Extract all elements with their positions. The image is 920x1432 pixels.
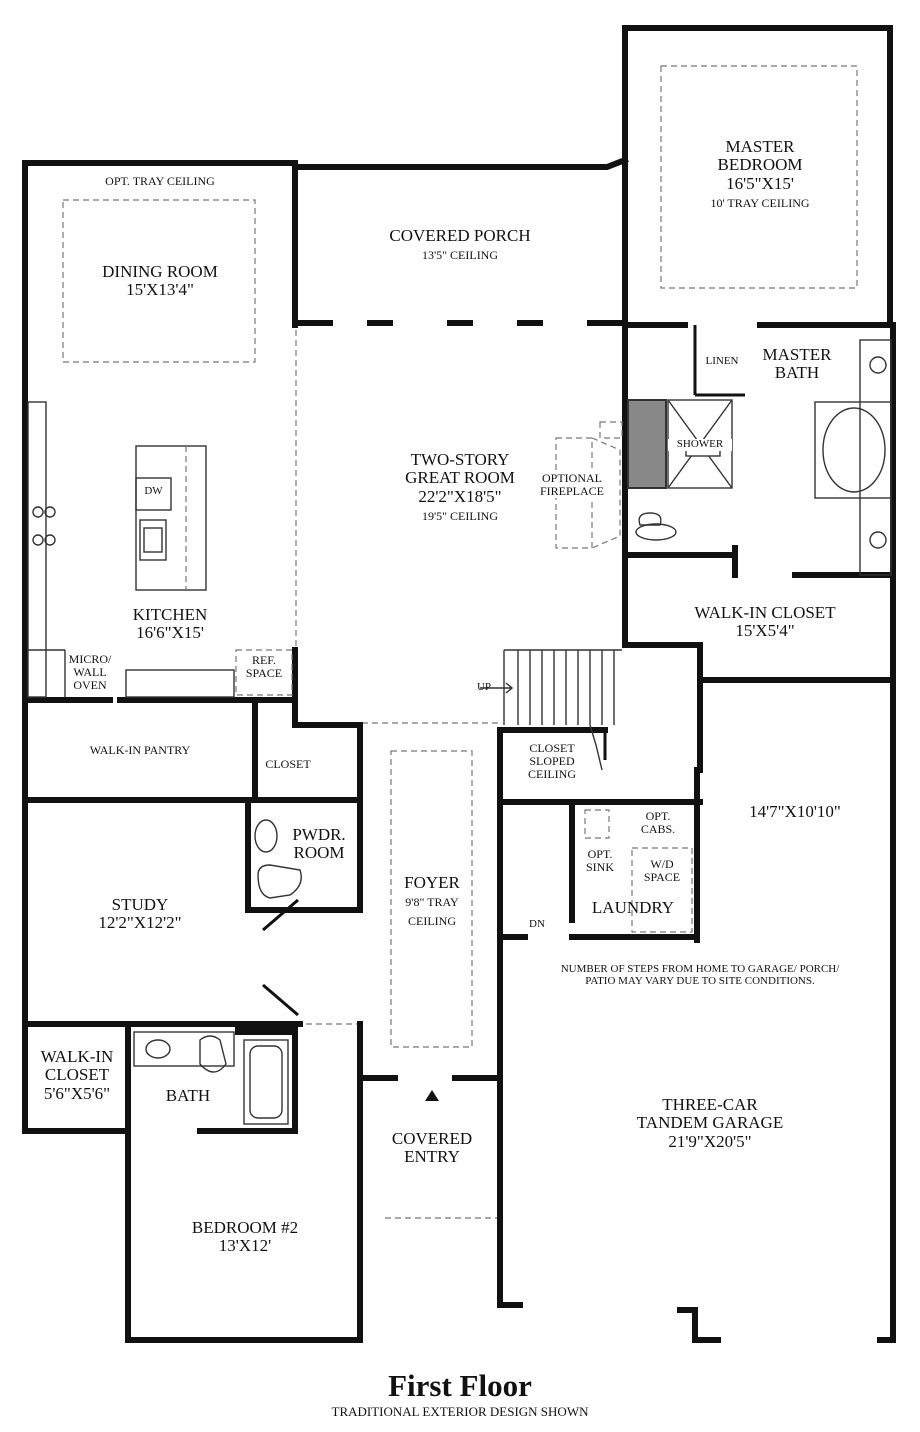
master-bedroom-line2: BEDROOM [717,155,803,175]
opt-cabs-line1: OPT. [645,809,671,823]
micro-oven-label: MICRO/ WALL OVEN [62,653,118,692]
fireplace-label: OPTIONAL FIREPLACE [532,472,612,498]
fireplace-line2: FIREPLACE [539,483,604,498]
garage-line2: TANDEM GARAGE [636,1113,784,1133]
page-title: First Floor [388,1368,532,1403]
steps-note-label: NUMBER OF STEPS FROM HOME TO GARAGE/ POR… [510,963,890,988]
kitchen-name: KITCHEN [132,605,208,624]
dashed-outlines [62,65,858,1219]
great-room-dims: 22'2"X18'5" [418,486,502,506]
great-room-label: TWO-STORY GREAT ROOM 22'2"X18'5" 19'5" C… [370,450,550,524]
walkin-master-name: WALK-IN CLOSET [694,603,836,622]
opt-cabs-line2: CABS. [640,821,676,836]
covered-porch-name: COVERED PORCH [389,226,531,245]
steps-note-line1: NUMBER OF STEPS FROM HOME TO GARAGE/ POR… [560,963,840,975]
covered-entry-line2: ENTRY [404,1147,460,1167]
study-dims: 12'2"X12'2" [98,913,182,933]
walkin-master-dims: 15'X5'4" [735,621,795,641]
great-room-ceiling: 19'5" CEILING [421,509,499,524]
dining-room-label: DINING ROOM 15'X13'4" [62,262,258,300]
flex-room-dims: 14'7"X10'10" [749,802,841,821]
master-bath-label: MASTER BATH [752,345,842,383]
covered-porch-label: COVERED PORCH 13'5" CEILING [330,226,590,264]
bedroom-2-label: BEDROOM #2 13'X12' [165,1218,325,1256]
walkin-closet-master-label: WALK-IN CLOSET 15'X5'4" [670,603,860,641]
bath-label: BATH [165,1086,211,1105]
walkin-small-dims: 5'6"X5'6" [43,1083,111,1103]
master-bedroom-dims: 16'5"X15' [726,173,794,193]
dining-tray-label: OPT. TRAY CEILING [105,174,215,188]
foyer-line2: 9'8" TRAY [405,895,459,910]
fireplace-line1: OPTIONAL [542,471,602,485]
closet-sloped-label: CLOSET SLOPED CEILING [510,742,594,781]
master-bedroom-label: MASTER BEDROOM 16'5"X15' 10' TRAY CEILIN… [660,137,860,211]
wd-space-label: W/D SPACE [634,858,690,884]
opt-sink-label: OPT. SINK [575,848,625,874]
pwdr-line2: ROOM [293,843,345,863]
master-bath-line1: MASTER [762,345,832,364]
study-label: STUDY 12'2"X12'2" [60,895,220,933]
covered-entry-label: COVERED ENTRY [372,1129,492,1167]
kitchen-dims: 16'6"X15' [136,623,204,643]
garage-line1: THREE-CAR [662,1095,758,1114]
foyer-label: FOYER 9'8" TRAY CEILING [392,873,472,929]
foyer-line3: CEILING [408,913,456,928]
opt-cabs-label: OPT. CABS. [628,810,688,836]
covered-porch-ceiling: 13'5" CEILING [421,248,499,263]
dining-room-name: DINING ROOM [102,262,218,281]
opt-sink-line2: SINK [585,859,614,874]
pwdr-line1: PWDR. [292,825,346,844]
dining-room-dims: 15'X13'4" [126,280,194,300]
garage-label: THREE-CAR TANDEM GARAGE 21'9"X20'5" [610,1095,810,1151]
kitchen-label: KITCHEN 16'6"X15' [90,605,250,643]
dn-label: DN [529,918,545,930]
dw-label: DW [144,485,163,497]
ref-line1: REF. [251,653,277,667]
walkin-closet-small-label: WALK-IN CLOSET 5'6"X5'6" [28,1047,126,1103]
bedroom-2-name: BEDROOM #2 [191,1218,299,1237]
page-subtitle: TRADITIONAL EXTERIOR DESIGN SHOWN [331,1404,589,1419]
walkin-pantry-label: WALK-IN PANTRY [89,743,191,757]
micro-line3: OVEN [73,677,107,692]
wd-line1: W/D [650,857,674,871]
closet-sloped-line1: CLOSET [529,741,575,755]
closet-sloped-line2: SLOPED [529,753,575,768]
steps-note-line2: PATIO MAY VARY DUE TO SITE CONDITIONS. [585,974,815,987]
bedroom-2-dims: 13'X12' [218,1236,272,1256]
walls [22,25,896,1343]
great-room-line1: TWO-STORY [410,450,510,469]
walkin-small-line2: CLOSET [44,1065,110,1085]
walkin-small-line1: WALK-IN [40,1047,114,1066]
foyer-name: FOYER [404,873,460,892]
garage-dims: 21'9"X20'5" [668,1131,752,1151]
wd-line2: SPACE [643,869,681,884]
covered-entry-line1: COVERED [391,1129,473,1148]
ref-space-label: REF. SPACE [236,654,292,680]
powder-room-label: PWDR. ROOM [282,825,356,863]
closet-label: CLOSET [265,757,311,771]
micro-line2: WALL [73,664,107,679]
master-bedroom-ceiling: 10' TRAY CEILING [710,196,810,211]
great-room-line2: GREAT ROOM [405,468,515,488]
up-label: UP [476,681,492,693]
laundry-label: LAUNDRY [591,898,675,917]
title-block: First Floor TRADITIONAL EXTERIOR DESIGN … [0,1368,920,1420]
master-bedroom-line1: MASTER [725,137,795,156]
study-name: STUDY [111,895,169,914]
closet-sloped-line3: CEILING [528,766,576,781]
opt-sink-line1: OPT. [587,847,613,861]
shower-label: SHOWER [668,438,732,451]
master-bath-line2: BATH [774,363,820,383]
micro-line1: MICRO/ [68,652,112,666]
linen-label: LINEN [705,355,739,367]
ref-line2: SPACE [245,665,283,680]
